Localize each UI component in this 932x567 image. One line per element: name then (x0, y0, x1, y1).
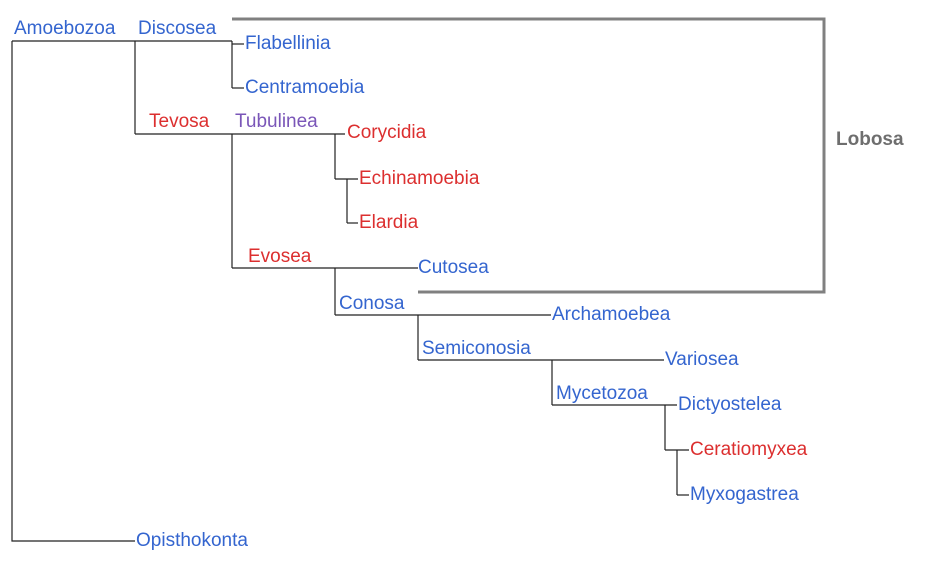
node-centramoebia: Centramoebia (245, 77, 365, 98)
node-tevosa: Tevosa (149, 111, 210, 132)
node-evosea: Evosea (248, 246, 312, 267)
node-archamoebea: Archamoebea (552, 304, 671, 325)
node-cutosea: Cutosea (418, 257, 489, 278)
node-corycidia: Corycidia (347, 122, 427, 143)
branches (11, 40, 689, 542)
group-label-lobosa: Lobosa (836, 129, 904, 150)
node-flabellinia: Flabellinia (245, 33, 331, 54)
node-dictyostelea: Dictyostelea (678, 394, 782, 415)
node-discosea: Discosea (138, 18, 217, 39)
node-amoebozoa: Amoebozoa (14, 18, 116, 39)
node-elardia: Elardia (359, 212, 419, 233)
node-opisthokonta: Opisthokonta (136, 530, 248, 551)
node-mycetozoa: Mycetozoa (556, 383, 648, 404)
node-semiconosia: Semiconosia (422, 338, 531, 359)
node-conosa: Conosa (339, 293, 405, 314)
node-variosea: Variosea (665, 349, 739, 370)
lobosa-bracket (232, 17, 826, 294)
node-tubulinea: Tubulinea (235, 111, 318, 132)
node-myxogastrea: Myxogastrea (690, 484, 799, 505)
node-ceratiomyxea: Ceratiomyxea (690, 439, 808, 460)
node-echinamoebia: Echinamoebia (359, 168, 480, 189)
